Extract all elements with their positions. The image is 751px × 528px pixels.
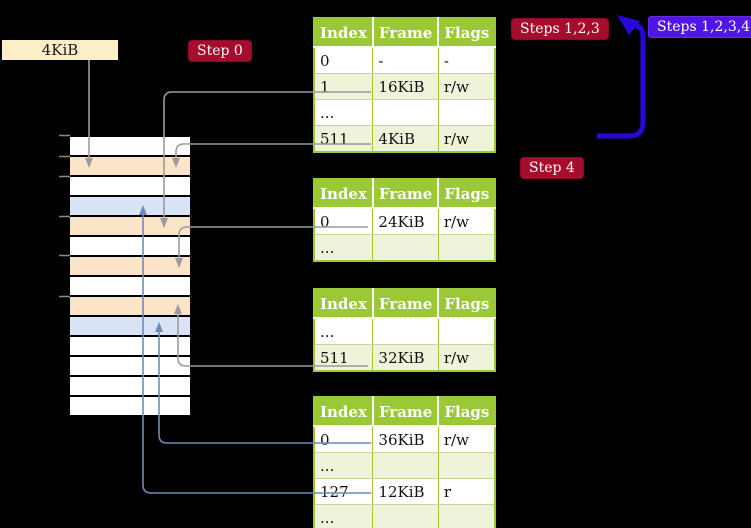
cell-flags: r/w (438, 208, 496, 235)
cell-index: 0 (314, 426, 374, 453)
steps123-badge-text: Steps 1,2,3 (520, 21, 600, 37)
col-header-flags: Flags (438, 397, 496, 427)
cell-flags (438, 99, 496, 126)
cell-flags: r/w (438, 426, 496, 453)
cell-flags: r (438, 478, 496, 505)
table-row: ... (314, 234, 496, 262)
cell-frame (372, 504, 439, 528)
table-row: ... (314, 318, 496, 345)
cell-index: ... (314, 318, 374, 345)
cell-index: ... (314, 504, 374, 528)
memory-column (70, 137, 190, 417)
memory-row-8 (70, 297, 190, 315)
cell-frame: 12KiB (372, 478, 439, 505)
table-row: 127 12KiB r (314, 478, 496, 505)
table-row: ... (314, 504, 496, 528)
cell-flags (438, 452, 496, 479)
col-header-index: Index (314, 179, 374, 209)
col-header-frame: Frame (372, 18, 440, 48)
col-header-index: Index (314, 18, 374, 48)
col-header-flags: Flags (438, 18, 496, 48)
cell-flags (438, 504, 496, 528)
steps123-badge: Steps 1,2,3 (511, 18, 609, 40)
table-header-row: Index Frame Flags (314, 179, 496, 209)
col-header-index: Index (314, 289, 374, 319)
cell-frame: 32KiB (372, 344, 439, 372)
col-header-flags: Flags (438, 289, 496, 319)
page-table-level4: Index Frame Flags 0 - - 1 16KiB r/w ... … (313, 17, 497, 153)
step4-badge: Step 4 (520, 157, 584, 179)
cell-index: 127 (314, 478, 374, 505)
cell-frame (372, 452, 439, 479)
cell-flags (438, 318, 496, 345)
table-row: 511 32KiB r/w (314, 344, 496, 372)
memory-row-2 (70, 177, 190, 195)
table-row: ... (314, 99, 496, 126)
col-header-flags: Flags (438, 179, 496, 209)
cell-index: 0 (314, 208, 374, 235)
cell-frame: 24KiB (372, 208, 439, 235)
step4-badge-text: Step 4 (529, 160, 575, 176)
cell-index: 0 (314, 47, 374, 74)
memory-row-9 (70, 317, 190, 335)
table-header-row: Index Frame Flags (314, 18, 496, 48)
memory-row-6 (70, 257, 190, 275)
table-row: ... (314, 452, 496, 479)
cell-index: ... (314, 452, 374, 479)
cell-flags: r/w (438, 344, 496, 372)
memory-row-5 (70, 237, 190, 255)
cell-frame: 36KiB (372, 426, 439, 453)
memory-tick-marks (59, 134, 70, 298)
page-table-level2: Index Frame Flags ... 511 32KiB r/w (313, 288, 497, 372)
cell-index: ... (314, 99, 374, 126)
memory-row-12 (70, 377, 190, 395)
recursive-loop-arrow (597, 23, 646, 139)
table-header-row: Index Frame Flags (314, 397, 496, 427)
col-header-index: Index (314, 397, 374, 427)
cell-flags: - (438, 47, 496, 74)
col-header-frame: Frame (372, 289, 440, 319)
memory-row-0 (70, 137, 190, 155)
cell-flags: r/w (438, 73, 496, 100)
table-row-recursive-entry: 511 4KiB r/w (314, 125, 496, 153)
table-row: 0 - - (314, 47, 496, 74)
recursive-loop-arrowhead (617, 15, 640, 35)
step0-badge: Step 0 (188, 40, 252, 62)
cell-frame (372, 99, 439, 126)
cell-flags-highlighted: r/w (438, 125, 496, 153)
table-row: 0 24KiB r/w (314, 208, 496, 235)
table-row: 1 16KiB r/w (314, 73, 496, 100)
col-header-frame: Frame (372, 179, 440, 209)
cell-frame: 16KiB (372, 73, 439, 100)
table-header-row: Index Frame Flags (314, 289, 496, 319)
page-table-level1: Index Frame Flags 0 36KiB r/w ... 127 12… (313, 396, 497, 528)
cell-frame-highlighted: 4KiB (372, 125, 439, 153)
frame-size-label: 4KiB (2, 40, 118, 60)
memory-row-4 (70, 217, 190, 235)
cell-frame: - (372, 47, 439, 74)
steps1234-badge-text: Steps 1,2,3,4 (657, 19, 751, 35)
memory-row-3 (70, 197, 190, 215)
steps1234-badge: Steps 1,2,3,4 (648, 16, 751, 38)
cell-frame (372, 234, 439, 262)
page-table-level3: Index Frame Flags 0 24KiB r/w ... (313, 178, 497, 262)
col-header-frame: Frame (372, 397, 440, 427)
memory-row-11 (70, 357, 190, 375)
cell-flags (438, 234, 496, 262)
cell-index-highlighted: 511 (314, 125, 374, 153)
cell-index: ... (314, 234, 374, 262)
table-row: 0 36KiB r/w (314, 426, 496, 453)
memory-row-7 (70, 277, 190, 295)
step0-badge-text: Step 0 (197, 43, 243, 59)
cell-frame (372, 318, 439, 345)
frame-size-label-text: 4KiB (41, 41, 79, 59)
memory-row-10 (70, 337, 190, 355)
cell-index: 511 (314, 344, 374, 372)
memory-row-13 (70, 397, 190, 415)
memory-row-1 (70, 157, 190, 175)
cell-index: 1 (314, 73, 374, 100)
